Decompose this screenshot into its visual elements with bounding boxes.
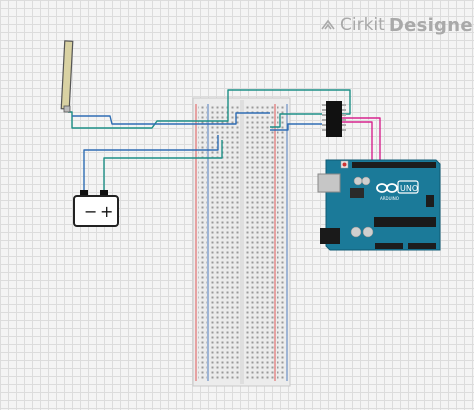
atmega-chip: [374, 217, 436, 227]
cirkit-designer-watermark: Cirkit Designer: [320, 13, 474, 37]
watermark-product: Designer: [388, 14, 474, 36]
wire-antenna-teal: [68, 89, 351, 129]
wire-chip-breadboard: [270, 113, 322, 128]
battery-minus-label: −: [84, 202, 97, 221]
wire-chip-arduino-magenta-2: [342, 121, 373, 162]
board-model: UNO: [400, 184, 418, 193]
arduino-uno-board[interactable]: UNO ARDUINO: [317, 159, 441, 251]
battery[interactable]: − +: [73, 190, 119, 227]
ic-chip[interactable]: [322, 101, 346, 137]
digital-header: [352, 162, 436, 168]
breadboard[interactable]: [192, 97, 291, 387]
power-jack: [320, 228, 340, 244]
wire-chip-breadboard-2: [270, 123, 322, 131]
battery-plus-label: +: [100, 202, 113, 221]
antenna[interactable]: [60, 40, 74, 113]
wire-battery-green: [103, 140, 223, 192]
usb-port: [317, 173, 341, 193]
cirkit-logo-icon: [321, 19, 335, 30]
wire-battery-blue: [83, 135, 219, 192]
analog-header: [408, 243, 436, 249]
power-header: [375, 243, 403, 249]
watermark-brand: Cirkit: [340, 15, 385, 35]
board-brand: ARDUINO: [380, 196, 399, 201]
wires: [68, 89, 381, 192]
wire-antenna-blue: [72, 112, 270, 125]
wire-chip-arduino-magenta: [342, 117, 381, 162]
arduino-infinity-icon: [376, 183, 398, 193]
